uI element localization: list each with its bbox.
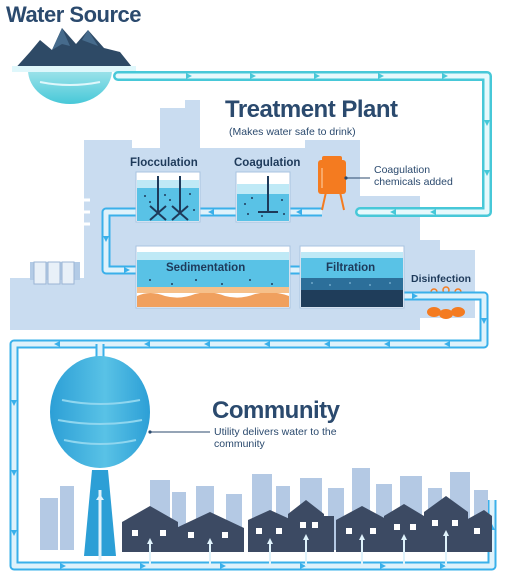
- filtration-label: Filtration: [326, 262, 376, 274]
- filtration-tank: [299, 245, 405, 309]
- service-line-arrows: [147, 530, 449, 544]
- coagulation-chemicals-label: Coagulation chemicals added: [374, 164, 453, 188]
- disinfection-capsules: [427, 286, 465, 319]
- disinfection-label: Disinfection: [411, 273, 472, 285]
- treatment-plant-title: Treatment Plant: [225, 96, 398, 123]
- internal-flow-arrows: [103, 209, 418, 299]
- community-title: Community: [212, 397, 340, 424]
- treatment-plant-subtitle: (Makes water safe to drink): [229, 126, 356, 138]
- sedimentation-label: Sedimentation: [166, 262, 246, 274]
- water-source-illustration: [12, 28, 136, 104]
- community-subtitle: Utility delivers water to the community: [214, 426, 337, 450]
- house-windows: [132, 520, 480, 538]
- water-source-title: Water Source: [6, 2, 142, 27]
- coagulation-tank: [235, 171, 291, 223]
- coagulation-label: Coagulation: [234, 157, 301, 169]
- community-houses: [122, 496, 492, 552]
- flocculation-label: Flocculation: [130, 157, 198, 169]
- intake-pumps: [33, 261, 75, 285]
- intake-pipes: [38, 198, 90, 262]
- service-lines: [149, 532, 447, 566]
- raw-water-pipe: [113, 71, 492, 217]
- water-tower: [50, 356, 210, 560]
- flocculation-tank: [135, 171, 201, 223]
- sedimentation-tank: [135, 245, 291, 309]
- coagulation-chemical-tank: [318, 156, 370, 211]
